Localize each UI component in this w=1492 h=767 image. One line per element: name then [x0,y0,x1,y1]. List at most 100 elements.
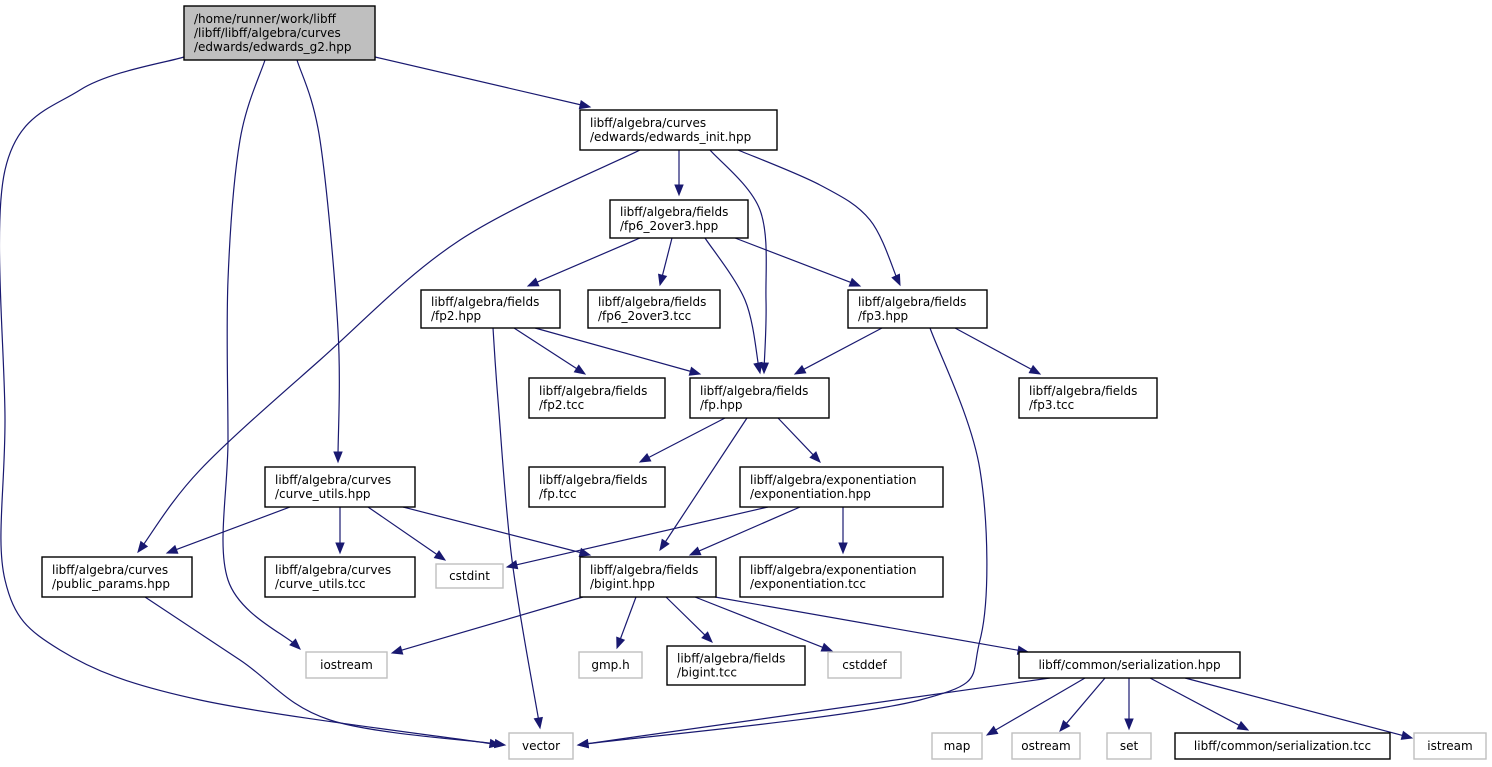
file-node-fp3-hpp[interactable]: libff/algebra/fields/fp3.hpp [847,289,988,329]
file-node-istream: istream [1413,732,1487,760]
edge-line [777,417,817,459]
node-box [1106,732,1152,760]
node-box [435,563,504,589]
node-label-line: map [944,739,971,753]
include-edge-bigint_hpp-to-gmp_h [616,596,637,650]
file-node-gmp-h: gmp.h [578,651,643,679]
edge-line [583,327,988,745]
include-edge-edwards_g2-to-edwards_init [374,56,592,110]
arrowhead-icon [137,540,149,554]
arrowhead-icon [688,366,702,376]
edge-line [397,596,584,652]
edge-line [645,417,726,460]
arrowhead-icon [659,538,670,552]
arrowhead-icon [578,547,592,557]
file-node-edwards-g2[interactable]: /home/runner/work/libff/libff/libff/alge… [183,5,376,61]
node-box [305,651,388,679]
node-box [579,556,717,598]
node-box [578,651,643,679]
include-edge-serialization_hpp-to-map [985,677,1086,736]
file-node-bigint-tcc[interactable]: libff/algebra/fields/bigint.tcc [666,645,806,686]
edge-line [222,59,297,646]
edge-line [734,237,855,285]
node-box [1174,732,1391,760]
edge-line [714,596,1023,652]
edge-line [583,677,1051,745]
edge-line [662,417,748,546]
file-node-curve-utils-hpp[interactable]: libff/algebra/curves/curve_utils.hpp [264,466,416,508]
file-node-ostream: ostream [1011,732,1081,760]
arrowhead-icon [333,451,343,464]
edge-line [534,327,695,373]
arrowhead-icon [820,642,834,652]
node-box [609,199,749,239]
edge-line [1184,677,1407,738]
node-box [508,732,574,760]
edge-line [704,237,760,368]
node-label-line: libff/algebra/exponentiation [750,563,916,577]
edge-line [737,149,899,280]
edge-line [374,56,585,107]
file-node-fp-tcc[interactable]: libff/algebra/fields/fp.tcc [528,466,666,508]
node-label-line: /bigint.tcc [677,666,737,680]
arrowhead-icon [573,364,587,375]
edge-line [0,56,495,745]
node-label-line: libff/algebra/fields [598,295,706,309]
node-label-line: libff/algebra/fields [431,295,539,309]
file-node-edwards-init[interactable]: libff/algebra/curves/edwards/edwards_ini… [579,109,778,151]
edge-line [533,237,641,285]
file-node-fp-hpp[interactable]: libff/algebra/fields/fp.hpp [689,377,830,419]
node-label-line: iostream [320,658,373,672]
node-label-line: cstdint [449,569,490,583]
arrowhead-icon [576,738,590,749]
file-node-bigint-hpp[interactable]: libff/algebra/fields/bigint.hpp [579,556,717,598]
arrowhead-icon [578,100,592,110]
file-node-serialization-hpp[interactable]: libff/common/serialization.hpp [1018,651,1241,679]
node-box [41,556,193,598]
include-edge-fp3_hpp-to-fp_hpp [793,327,883,375]
file-node-serialization-tcc[interactable]: libff/common/serialization.tcc [1174,732,1391,760]
include-edge-fp6_2over3_hpp-to-fp2_hpp [526,237,641,287]
file-node-fp6-2over3-hpp[interactable]: libff/algebra/fields/fp6_2over3.hpp [609,199,749,239]
edge-line [144,596,500,745]
file-node-fp3-tcc[interactable]: libff/algebra/fields/fp3.tcc [1018,377,1158,419]
edge-line [800,327,883,372]
arrowhead-icon [809,451,821,463]
node-box [827,651,902,679]
arrowhead-icon [638,452,652,463]
file-node-curve-utils-tcc[interactable]: libff/algebra/curves/curve_utils.tcc [264,556,416,598]
node-label-line: /fp6_2over3.tcc [598,309,691,323]
edge-line [660,237,673,280]
include-edge-serialization_hpp-to-set [1124,678,1134,731]
node-label-line: libff/common/serialization.tcc [1194,739,1371,753]
node-label-line: libff/algebra/fields [620,205,728,219]
file-node-public-params[interactable]: libff/algebra/curves/public_params.hpp [41,556,193,598]
include-edge-fp_hpp-to-fp_tcc [638,417,726,463]
include-edge-public_params-to-vector [144,596,507,749]
file-node-exponentiation-hpp[interactable]: libff/algebra/exponentiation/exponentiat… [739,466,944,508]
file-node-fp2-hpp[interactable]: libff/algebra/fields/fp2.hpp [420,289,561,329]
file-node-cstdint: cstdint [435,563,504,589]
include-edge-edwards_g2-to-curve_utils_hpp [296,59,343,464]
file-node-exponentiation-tcc[interactable]: libff/algebra/exponentiation/exponentiat… [739,556,944,598]
edge-line [695,506,801,554]
node-label-line: libff/algebra/exponentiation [750,473,916,487]
node-box [739,466,944,508]
arrowhead-icon [1400,730,1414,740]
arrowhead-icon [335,542,345,555]
edges-layer [0,56,1414,749]
node-box [1413,732,1487,760]
include-edge-fp3_hpp-to-fp3_tcc [954,327,1042,375]
node-box [1011,732,1081,760]
include-edge-fp6_2over3_hpp-to-fp_hpp [704,237,763,375]
arrowhead-icon [985,725,999,736]
file-node-cstddef: cstddef [827,651,902,679]
file-node-fp6-2over3-tcc[interactable]: libff/algebra/fields/fp6_2over3.tcc [587,289,721,329]
node-label-line: libff/algebra/fields [858,295,966,309]
file-node-fp2-tcc[interactable]: libff/algebra/fields/fp2.tcc [528,377,666,419]
node-label-line: /fp3.tcc [1029,398,1074,412]
edge-line [1063,677,1106,727]
node-box [1018,377,1158,419]
arrowhead-icon [753,361,763,375]
